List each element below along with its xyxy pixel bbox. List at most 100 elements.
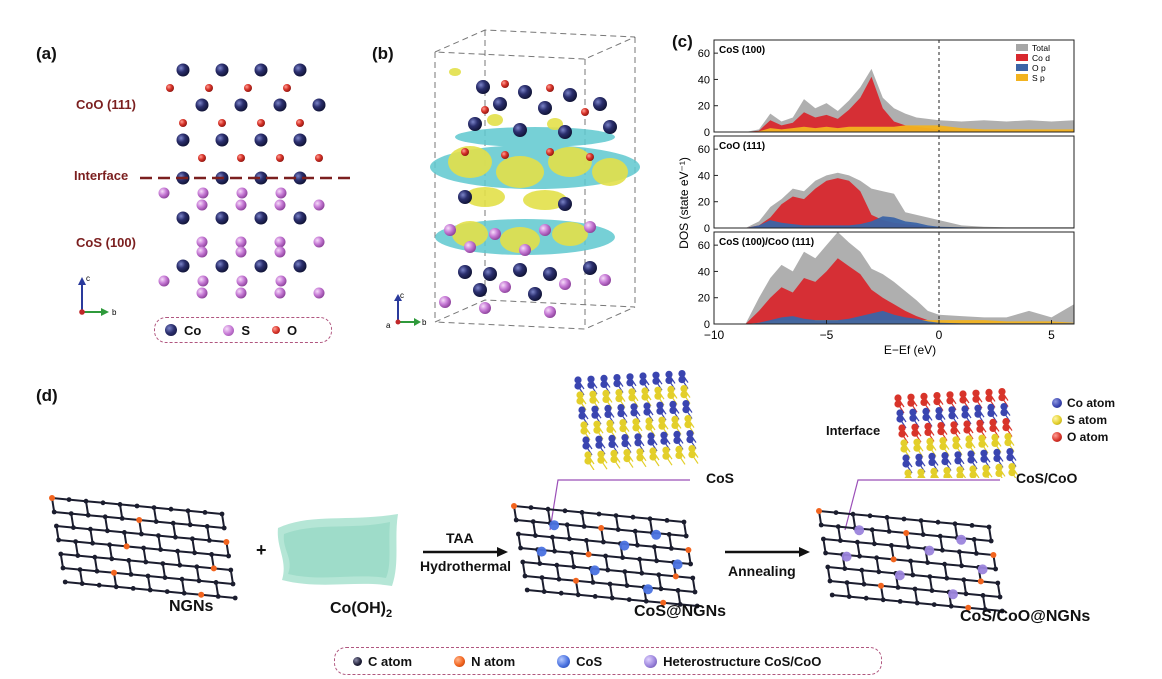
cc-bond bbox=[128, 559, 146, 563]
cc-bond bbox=[821, 524, 839, 528]
atom-legend-d: Co atom S atom O atom bbox=[1052, 396, 1115, 444]
lattice-atom bbox=[600, 380, 608, 388]
c-atom bbox=[92, 554, 98, 560]
n-atom bbox=[511, 503, 517, 509]
o-atom-icon bbox=[1052, 432, 1062, 442]
cc-bond bbox=[544, 590, 562, 595]
c-atom bbox=[219, 511, 225, 517]
c-atom bbox=[513, 517, 519, 523]
lattice-atom bbox=[669, 406, 677, 414]
panel-label-a: (a) bbox=[36, 44, 57, 63]
c-atom bbox=[823, 550, 828, 556]
c-atom bbox=[158, 547, 163, 552]
cc-bond bbox=[215, 581, 234, 585]
cc-bond bbox=[823, 538, 841, 542]
lattice-bond bbox=[613, 459, 621, 469]
c-atom bbox=[522, 573, 528, 579]
lattice-bond bbox=[587, 460, 595, 470]
y-tick-label: 40 bbox=[698, 266, 710, 278]
c-atom bbox=[982, 607, 988, 612]
c-atom bbox=[906, 544, 911, 550]
dos-area-co-d bbox=[714, 178, 1074, 228]
c-atom bbox=[533, 533, 538, 538]
interface-label-d: Interface bbox=[826, 423, 881, 438]
cc-bond bbox=[218, 595, 236, 599]
cc-bond bbox=[626, 584, 645, 589]
co-atom-icon bbox=[1052, 398, 1062, 408]
n-atom bbox=[672, 573, 679, 580]
c-atom bbox=[609, 595, 615, 601]
c-atom bbox=[539, 575, 545, 580]
cc-bond bbox=[164, 576, 183, 581]
c-atom bbox=[632, 528, 638, 534]
lattice-atom bbox=[922, 413, 930, 421]
lattice-atom bbox=[610, 455, 618, 463]
cc-bond bbox=[656, 559, 674, 564]
c-atom bbox=[153, 519, 159, 524]
cc-bond bbox=[666, 519, 685, 523]
c-atom bbox=[175, 548, 181, 554]
c-atom bbox=[518, 545, 523, 551]
y-tick-label: 60 bbox=[698, 48, 710, 60]
c-atom bbox=[62, 579, 68, 585]
legend-label: Co d bbox=[1032, 53, 1050, 63]
cos-crystal-3d bbox=[574, 370, 699, 470]
cc-bond bbox=[618, 528, 636, 533]
y-tick-label: 60 bbox=[698, 144, 710, 156]
cc-bond bbox=[60, 553, 78, 557]
c-atom bbox=[215, 594, 221, 599]
cc-bond bbox=[641, 572, 659, 576]
c-atom bbox=[974, 551, 979, 556]
lattice-bond bbox=[665, 455, 673, 466]
cc-bond bbox=[88, 514, 106, 518]
n-atom bbox=[111, 569, 117, 576]
cc-bond bbox=[954, 522, 973, 527]
cc-bond bbox=[846, 581, 865, 586]
cc-bond bbox=[564, 509, 583, 514]
cc-bond bbox=[150, 589, 168, 593]
c-atom bbox=[564, 522, 570, 528]
cc-bond bbox=[632, 516, 651, 520]
n-atom bbox=[816, 508, 822, 514]
c-atom bbox=[151, 505, 157, 510]
c-atom bbox=[658, 586, 664, 592]
legend-label: S p bbox=[1032, 73, 1045, 83]
axis-triad-a: c b bbox=[78, 274, 117, 317]
c-atom bbox=[126, 558, 132, 563]
n-atom bbox=[965, 604, 972, 611]
c-atom bbox=[134, 503, 140, 509]
legend-swatch-total bbox=[1016, 44, 1028, 51]
c-atom bbox=[643, 598, 649, 604]
cc-bond bbox=[852, 513, 871, 517]
lattice-bond bbox=[626, 458, 634, 468]
lattice-atom bbox=[608, 440, 616, 448]
cc-bond bbox=[77, 554, 95, 559]
legend-co-atom: Co atom bbox=[1052, 396, 1115, 410]
c-atom bbox=[935, 519, 941, 525]
cc-bond bbox=[143, 547, 161, 551]
lattice-atom bbox=[930, 473, 938, 478]
cooh2-label: Co(OH)2 bbox=[330, 600, 393, 621]
charge-density-structure-b bbox=[430, 29, 640, 330]
n-atom bbox=[977, 578, 984, 585]
c-atom-icon bbox=[353, 656, 362, 666]
c-atom bbox=[622, 569, 628, 574]
cc-bond bbox=[105, 515, 123, 520]
c-atom bbox=[624, 583, 630, 588]
c-atom bbox=[656, 572, 662, 578]
c-atom bbox=[147, 587, 153, 593]
lattice-atom bbox=[928, 458, 936, 466]
lattice-atom bbox=[632, 424, 640, 432]
c-atom bbox=[615, 527, 621, 532]
c-atom bbox=[959, 563, 964, 569]
cc-bond bbox=[923, 533, 941, 538]
cc-bond bbox=[866, 597, 884, 601]
n-atom bbox=[210, 565, 217, 572]
lattice-atom bbox=[606, 425, 614, 433]
c-atom bbox=[164, 589, 170, 594]
c-atom bbox=[85, 512, 91, 518]
c-atom bbox=[221, 525, 227, 531]
c-atom bbox=[83, 498, 89, 504]
legend-cos: CoS bbox=[557, 654, 602, 669]
c-atom bbox=[971, 537, 977, 542]
